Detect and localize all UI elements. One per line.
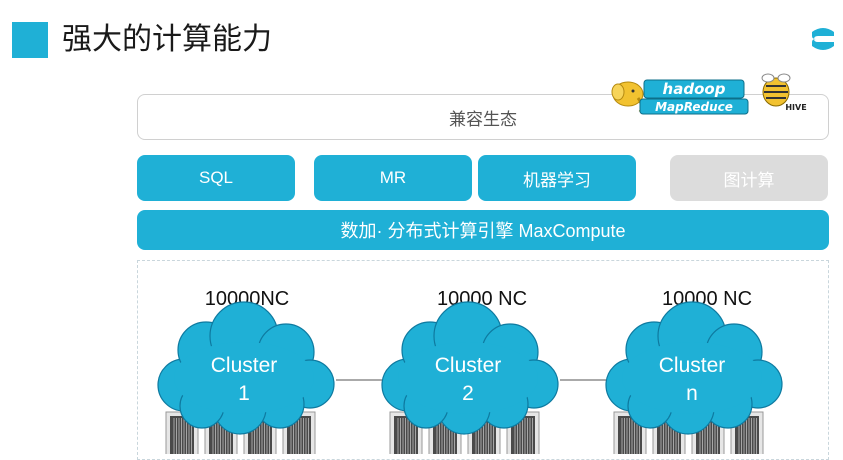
hive-bee-icon <box>761 73 791 107</box>
brand-logo-icon <box>812 28 834 50</box>
title-accent-square <box>12 22 48 58</box>
server-rack-icon <box>730 411 764 454</box>
cluster-group <box>157 301 335 454</box>
module-machine-learning: 机器学习 <box>478 155 636 201</box>
module-sql: SQL <box>137 155 295 201</box>
cluster-group <box>381 301 559 454</box>
module-graph-computing: 图计算 <box>670 155 828 201</box>
cluster-capacity: 10000NC <box>204 288 290 310</box>
compute-engine-bar: 数加· 分布式计算引擎 MaxCompute <box>137 210 829 250</box>
module-label: MR <box>379 168 407 187</box>
page-title: 强大的计算能力 <box>62 23 272 56</box>
hive-logo: HIVE <box>761 73 807 112</box>
server-rack-icon <box>165 411 199 454</box>
cluster-cloud-icon <box>157 301 335 435</box>
hive-text: HIVE <box>785 103 806 112</box>
ecosystem-label: 兼容生态 <box>449 109 517 129</box>
module-mr: MR <box>314 155 472 201</box>
cluster-cloud-icon <box>381 301 559 435</box>
hadoop-text: hadoop <box>663 80 726 98</box>
cluster-group <box>605 301 783 454</box>
hadoop-mapreduce-logo: hadoop MapReduce <box>611 79 749 115</box>
cluster-cloud-icon <box>605 301 783 435</box>
engine-label: 数加· 分布式计算引擎 MaxCompute <box>340 221 626 241</box>
module-label: SQL <box>198 168 234 187</box>
module-label: 机器学习 <box>523 170 591 190</box>
mapreduce-text: MapReduce <box>655 100 733 114</box>
module-label: 图计算 <box>723 170 775 190</box>
